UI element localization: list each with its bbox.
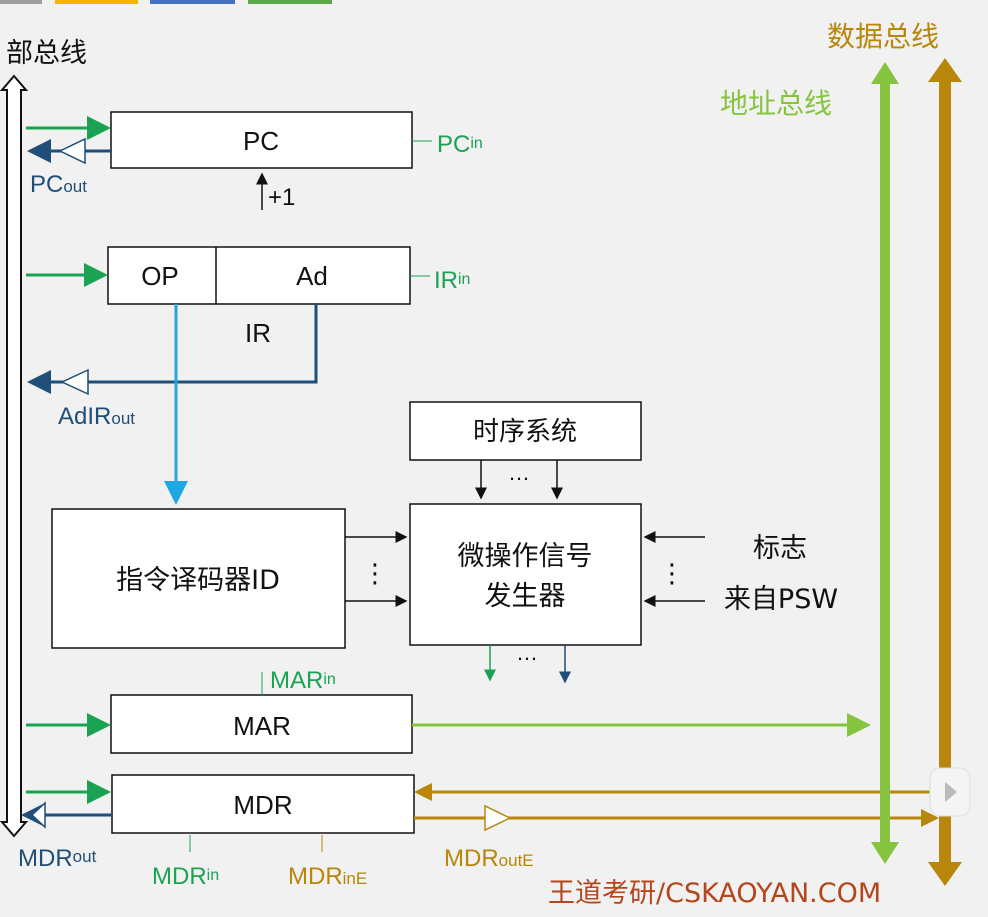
pc-in-signal: PCin — [437, 131, 483, 158]
top-tab-orange[interactable] — [55, 0, 138, 4]
flags-label: 标志 — [753, 533, 807, 564]
flag-dots: ⋮ — [659, 558, 685, 588]
ir-op-field: OP — [141, 261, 179, 291]
instruction-decoder-box — [51, 508, 346, 649]
adir-out-gate-icon — [60, 368, 89, 396]
mdr-register — [111, 774, 415, 834]
mdr-in-signal: MDRin — [152, 863, 219, 890]
pc-increment-label: +1 — [268, 184, 295, 211]
timing-system-box — [409, 401, 642, 461]
video-play-button[interactable] — [929, 767, 971, 817]
top-tab-gray[interactable] — [0, 0, 42, 4]
internal-bus-arrow — [0, 74, 29, 838]
adir-out-line — [27, 304, 318, 394]
pc-label: PC — [243, 126, 279, 156]
ir-in-signal: IRin — [434, 267, 470, 294]
mar-in-signal: MARin — [270, 667, 336, 694]
flags-source-label: 来自PSW — [724, 584, 838, 615]
mdr-out-gate-icon — [30, 801, 46, 829]
top-tab-green[interactable] — [248, 0, 332, 4]
data-bus-label: 数据总线 — [827, 20, 939, 53]
instruction-decoder-label: 指令译码器ID — [116, 565, 280, 596]
mar-label: MAR — [233, 711, 291, 741]
mar-register — [110, 694, 413, 754]
mdr-oute-signal: MDRoutE — [444, 845, 534, 872]
pc-register — [110, 111, 413, 169]
adir-out-signal: AdIRout — [58, 403, 135, 430]
mdr-oute-gate-icon — [484, 804, 512, 832]
internal-bus-label: 部总线 — [6, 38, 87, 69]
micro-op-label-line1: 微操作信号 — [458, 541, 593, 572]
micro-out-dots: … — [516, 640, 538, 665]
data-bus-arrow — [928, 58, 962, 886]
top-tab-blue[interactable] — [150, 0, 235, 4]
mdr-out-signal: MDRout — [18, 845, 97, 872]
pc-out-signal: PCout — [30, 171, 87, 198]
timing-dots: … — [508, 460, 530, 485]
ir-register — [107, 246, 411, 305]
micro-op-generator-box — [409, 503, 642, 646]
play-icon — [945, 782, 957, 802]
decoder-dots: ⋮ — [362, 558, 388, 588]
address-bus-label: 地址总线 — [720, 87, 832, 120]
ir-label: IR — [245, 318, 271, 348]
ir-ad-field: Ad — [296, 261, 328, 291]
address-bus-arrow — [871, 62, 899, 864]
timing-system-label: 时序系统 — [473, 417, 577, 447]
mdr-ine-signal: MDRinE — [288, 863, 367, 890]
mdr-label: MDR — [233, 790, 292, 820]
pc-out-gate-icon — [58, 137, 86, 165]
micro-op-label-line2: 发生器 — [485, 581, 566, 612]
watermark: 王道考研/CSKAOYAN.COM — [548, 878, 881, 909]
